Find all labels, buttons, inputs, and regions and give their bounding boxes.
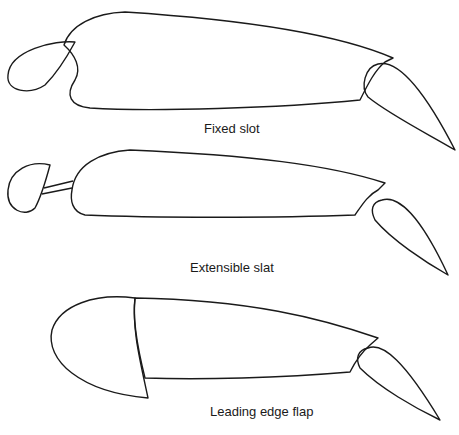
main-wing — [134, 298, 378, 379]
main-wing — [71, 150, 385, 217]
fixed-slat — [8, 42, 75, 91]
nose-flap — [51, 297, 148, 398]
configuration-label: Fixed slot — [204, 121, 260, 137]
trailing-flap — [358, 347, 440, 420]
trailing-flap — [372, 199, 448, 275]
configuration-label: Leading edge flap — [210, 404, 313, 420]
slat-track — [42, 181, 73, 194]
main-wing — [64, 12, 393, 110]
extensible-slat — [8, 164, 50, 213]
trailing-flap — [364, 64, 455, 150]
configuration-label: Extensible slat — [190, 260, 274, 276]
